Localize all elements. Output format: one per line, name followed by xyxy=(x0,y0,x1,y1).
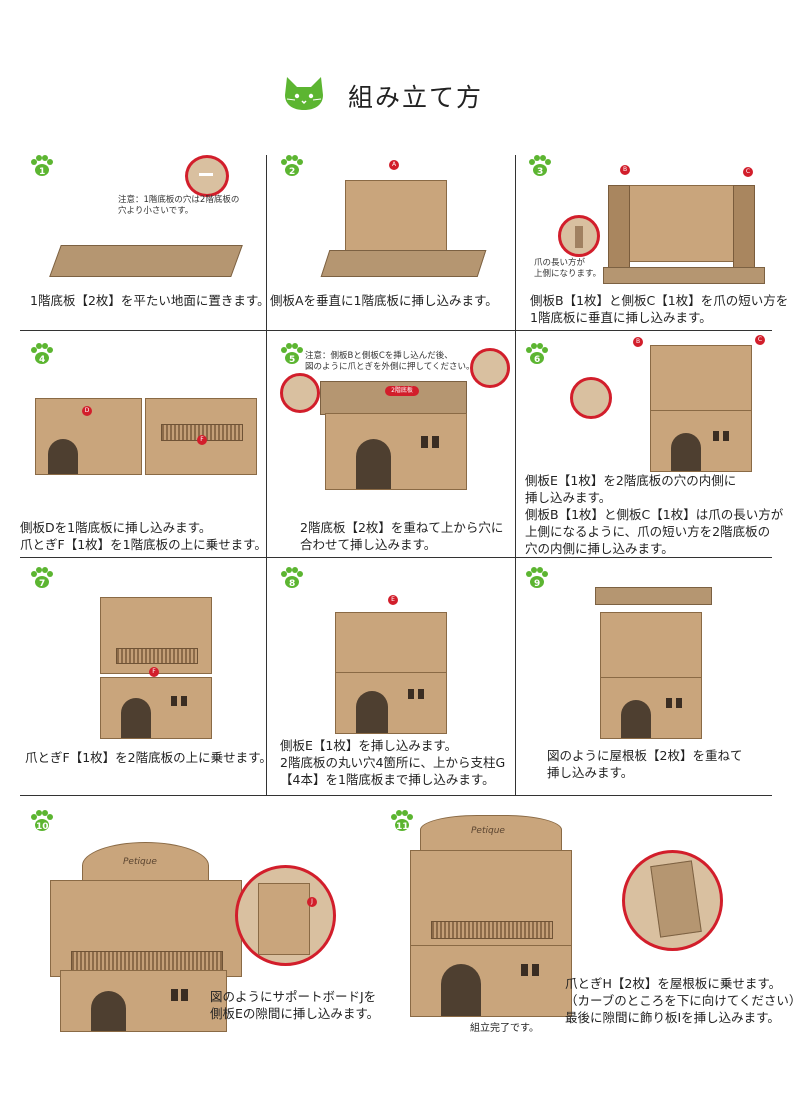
step-number: 2 xyxy=(289,167,296,177)
zoom-detail xyxy=(558,215,600,257)
marker-j: J xyxy=(307,897,317,907)
marker-c: C xyxy=(743,167,753,177)
marker-e: E xyxy=(388,595,398,605)
step-number: 1 xyxy=(39,167,46,177)
step-7: 7 F 爪とぎF【1枚】を2階底板の上に乗せます。 xyxy=(25,567,272,792)
step-10: 10 Petique J 図のようにサポートボードJを 側板Eの隙間に挿し込みま… xyxy=(30,810,379,1040)
step-1: 1 注意：1階底板の穴は2階底板の 穴より小さいです。 1階底板【2枚】を平たい… xyxy=(30,155,270,325)
step-caption: 図のように屋根板【2枚】を重ねて 挿し込みます。 xyxy=(547,748,743,780)
step-8: 8 E 側板E【1枚】を挿し込みます。 2階底板の丸い穴4箇所に、上から支柱G … xyxy=(280,567,510,792)
step-number: 6 xyxy=(534,355,541,365)
step-2: 2 A 側板Aを垂直に1階底板に挿し込みます。 xyxy=(270,155,510,325)
step-number: 10 xyxy=(36,822,49,832)
step-number: 3 xyxy=(537,167,544,177)
step-number: 7 xyxy=(39,579,46,589)
note: 注意：1階底板の穴は2階底板の 穴より小さいです。 xyxy=(118,195,240,216)
marker-b: B xyxy=(633,337,643,347)
house-frame xyxy=(100,677,212,739)
marker-a: A xyxy=(389,160,399,170)
step-4: 4 D F 側板Dを1階底板に挿し込みます。 爪とぎF【1枚】を1階底板の上に乗… xyxy=(20,343,267,553)
divider xyxy=(266,155,267,795)
side-panel-a xyxy=(628,185,735,262)
side-panel-c xyxy=(733,185,755,277)
step-caption: 側板Aを垂直に1階底板に挿し込みます。 xyxy=(270,293,498,308)
step-3: 3 B C 爪の長い方が 上側になります。 側板B【1枚】と側板C【1枚】を爪の… xyxy=(528,155,788,325)
house-frame xyxy=(325,413,467,490)
paw-icon xyxy=(281,343,303,364)
paw-icon xyxy=(526,343,548,364)
floor-board xyxy=(603,267,765,284)
brand-logo: Petique xyxy=(123,857,157,867)
completion-text: 組立完了です。 xyxy=(470,1023,539,1034)
step-number: 4 xyxy=(39,355,46,365)
paw-icon xyxy=(526,567,548,588)
step-caption: 図のようにサポートボードJを 側板Eの隙間に挿し込みます。 xyxy=(210,989,380,1021)
roof-top: Petique xyxy=(420,815,562,852)
zoom-note: 爪の長い方が 上側になります。 xyxy=(534,258,602,279)
page-title: 組み立て方 xyxy=(348,83,484,112)
upper-panel xyxy=(50,880,242,977)
note: 注意：側板Bと側板Cを挿し込んだ後、 図のように爪とぎを外側に押してください。 xyxy=(305,351,475,372)
house-frame xyxy=(410,945,572,1017)
step-9: 9 図のように屋根板【2枚】を重ねて 挿し込みます。 xyxy=(525,567,775,792)
step-11: 11 Petique 組立完了です。 爪とぎH【2枚】を屋根板に乗せます。 （カ… xyxy=(390,810,800,1050)
side-panel-b xyxy=(608,185,630,277)
step-number: 8 xyxy=(289,579,296,589)
step-number: 5 xyxy=(289,355,296,365)
step-caption: 側板E【1枚】を挿し込みます。 2階底板の丸い穴4箇所に、上から支柱G 【4本】… xyxy=(280,738,506,787)
paw-icon xyxy=(391,810,413,831)
cat-face-icon xyxy=(285,77,323,110)
house-frame xyxy=(60,970,227,1032)
step-caption: 側板E【1枚】を2階底板の穴の内側に 挿し込みます。 側板B【1枚】と側板C【1… xyxy=(525,473,784,556)
zoom-detail xyxy=(185,155,229,197)
paw-icon xyxy=(281,155,303,176)
brand-logo: Petique xyxy=(471,826,505,836)
paw-icon xyxy=(281,567,303,588)
step-number: 9 xyxy=(534,579,541,589)
zoom-detail xyxy=(280,373,320,413)
divider xyxy=(20,557,772,558)
paw-icon xyxy=(31,155,53,176)
upper-panel xyxy=(650,345,752,412)
marker-f: F xyxy=(197,435,207,445)
divider xyxy=(20,795,772,796)
step-caption: 爪とぎF【1枚】を2階底板の上に乗せます。 xyxy=(25,750,272,765)
paw-icon xyxy=(529,155,551,176)
step-6: 6 B E C 側板E【1枚】を2階底板の穴の内側に 挿し込みます。 側板B【1… xyxy=(525,335,783,557)
house-frame xyxy=(650,410,752,472)
roof-board xyxy=(595,587,712,605)
step-caption: 2階底板【2枚】を重ねて上から穴に 合わせて挿し込みます。 xyxy=(300,520,504,552)
upper-panel xyxy=(600,612,702,679)
zoom-detail xyxy=(235,865,336,966)
house-frame xyxy=(145,398,257,475)
step-caption: 爪とぎH【2枚】を屋根板に乗せます。 （カーブのところを下に向けてください） 最… xyxy=(565,976,800,1025)
divider xyxy=(515,155,516,795)
side-panel-a xyxy=(345,180,447,257)
board-label: 2階底板 xyxy=(385,386,419,396)
zoom-detail xyxy=(622,850,723,951)
divider xyxy=(20,330,772,331)
paw-icon xyxy=(31,567,53,588)
paw-icon xyxy=(31,343,53,364)
marker-c: C xyxy=(755,335,765,345)
floor-board xyxy=(49,245,243,277)
step-caption: 側板Dを1階底板に挿し込みます。 爪とぎF【1枚】を1階底板の上に乗せます。 xyxy=(20,520,267,552)
zoom-detail xyxy=(470,348,510,388)
step-caption: 側板B【1枚】と側板C【1枚】を爪の短い方を 1階底板に垂直に挿し込みます。 xyxy=(530,293,789,325)
upper-panel xyxy=(100,597,212,674)
step-caption: 1階底板【2枚】を平たい地面に置きます。 xyxy=(30,293,270,308)
marker-b: B xyxy=(620,165,630,175)
upper-panel xyxy=(335,612,447,674)
paw-icon xyxy=(31,810,53,831)
house-frame xyxy=(335,672,447,734)
marker-f: F xyxy=(149,667,159,677)
marker-d: D xyxy=(82,406,92,416)
upper-panel xyxy=(410,850,572,947)
floor-board xyxy=(320,250,487,277)
zoom-detail xyxy=(570,377,612,419)
step-number: 11 xyxy=(396,822,409,832)
step-5: 5 注意：側板Bと側板Cを挿し込んだ後、 図のように爪とぎを外側に押してください… xyxy=(280,343,510,553)
house-frame xyxy=(600,677,702,739)
